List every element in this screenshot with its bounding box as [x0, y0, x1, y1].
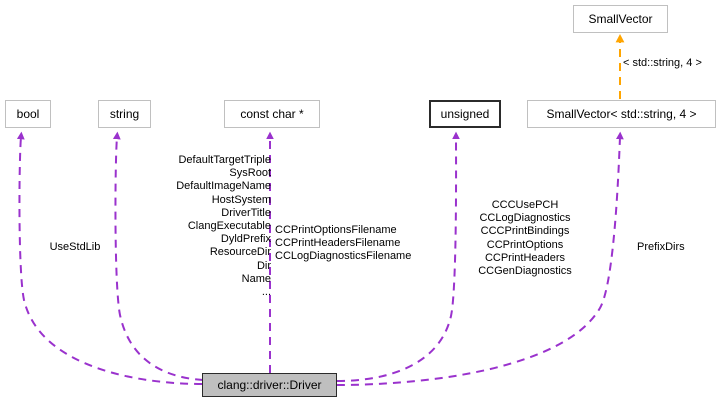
node-bool-label: bool: [16, 107, 40, 121]
node-bool[interactable]: bool: [5, 100, 51, 128]
edge-label-line: DefaultTargetTriple: [178, 154, 271, 166]
edge-label-line: ...: [261, 286, 271, 299]
node-smallvector-instance-label: SmallVector< std::string, 4 >: [546, 107, 697, 121]
edge-label-line: CCLogDiagnosticsFilename: [275, 250, 412, 263]
node-unsigned-label: unsigned: [440, 107, 490, 121]
node-smallvector[interactable]: SmallVector: [573, 5, 668, 33]
node-smallvector-instance[interactable]: SmallVector< std::string, 4 >: [527, 100, 716, 128]
edge-label-usestdlib: UseStdLib: [49, 241, 101, 253]
node-driver[interactable]: clang::driver::Driver: [202, 373, 337, 397]
edge-label-line: CCPrintOptions: [486, 238, 564, 251]
edge-smallvector-inst-driver: [336, 131, 624, 386]
edge-label-line: ClangExecutable: [187, 220, 271, 233]
edge-label-line: CCPrintOptionsFilename: [275, 224, 397, 236]
node-unsigned[interactable]: unsigned: [429, 100, 501, 128]
node-driver-label: clang::driver::Driver: [217, 378, 322, 392]
edge-bool-driver: [16, 131, 203, 385]
edge-label-line: Dir: [256, 259, 271, 272]
edge-label-const-char-ptr-fields: CCPrintOptionsFilename CCPrintHeadersFil…: [275, 224, 440, 264]
edge-label-template-binding: < std::string, 4 >: [623, 57, 702, 69]
edge-label-line: ResourceDir: [209, 246, 271, 259]
edge-string-driver: [112, 131, 204, 381]
edge-label-line: CCCUsePCH: [491, 199, 559, 211]
edge-label-line: SysRoot: [229, 167, 271, 180]
edge-label-line: DriverTitle: [221, 206, 271, 219]
edge-label-line: Name: [241, 272, 271, 285]
edge-unsigned-driver: [336, 131, 460, 382]
edge-label-line: DyldPrefix: [220, 233, 271, 246]
edge-label-string-fields: DefaultTargetTriple SysRoot DefaultImage…: [125, 154, 271, 299]
edge-label-prefixdirs: PrefixDirs: [637, 241, 685, 253]
node-string-label: string: [109, 107, 140, 121]
edge-label-line: CCCPrintBindings: [480, 225, 570, 238]
edge-label-line: HostSystem: [211, 193, 271, 206]
edge-label-line: CCPrintHeadersFilename: [275, 237, 401, 250]
node-smallvector-label: SmallVector: [588, 12, 653, 26]
node-string[interactable]: string: [98, 100, 151, 128]
node-const-char-ptr[interactable]: const char *: [224, 100, 320, 128]
edge-label-line: CCGenDiagnostics: [478, 265, 572, 278]
node-const-char-ptr-label: const char *: [240, 107, 304, 121]
edge-label-line: DefaultImageName: [176, 180, 271, 193]
edge-label-unsigned-fields: CCCUsePCH CCLogDiagnostics CCCPrintBindi…: [463, 199, 587, 278]
edge-label-line: CCLogDiagnostics: [479, 212, 571, 225]
edge-label-line: CCPrintHeaders: [484, 251, 566, 264]
